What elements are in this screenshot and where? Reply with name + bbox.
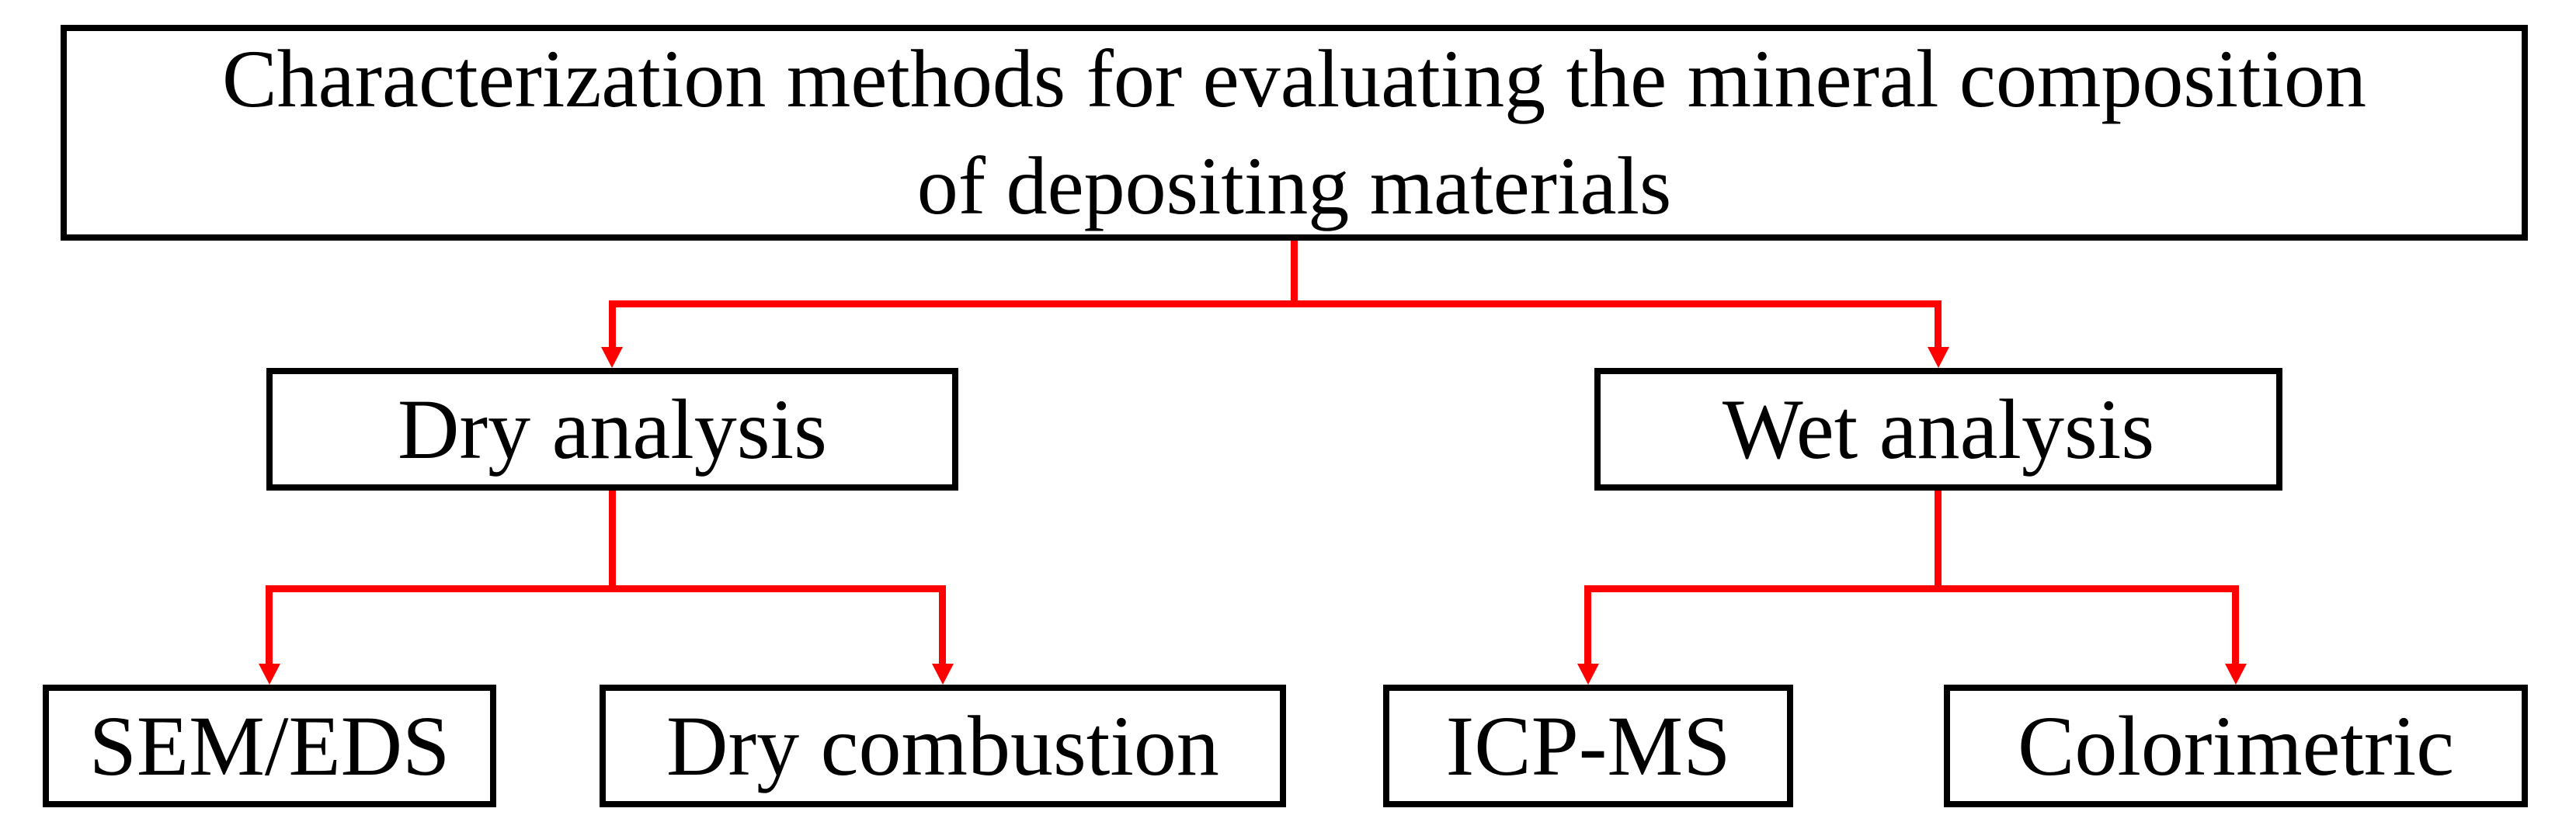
arrow-down-icon (259, 664, 280, 685)
node-root-title: Characterization methods for evaluating … (61, 25, 2528, 241)
connector-wet-stem (1935, 491, 1942, 592)
arrow-down-icon (932, 664, 954, 685)
node-dry-combustion-label: Dry combustion (666, 698, 1219, 793)
root-title-line-1: Characterization methods for evaluating … (221, 33, 2367, 124)
node-colorimetric: Colorimetric (1944, 685, 2528, 807)
node-dry-combustion: Dry combustion (600, 685, 1286, 807)
connector-root-bar (609, 300, 1942, 307)
node-sem-eds: SEM/EDS (43, 685, 496, 807)
node-dry-analysis: Dry analysis (266, 368, 958, 491)
node-colorimetric-label: Colorimetric (2017, 698, 2455, 793)
node-dry-analysis-label: Dry analysis (398, 381, 827, 477)
arrow-down-icon (1928, 347, 1949, 368)
connector-root-to-wet-shaft (1935, 300, 1942, 349)
connector-dry-to-sem-shaft (266, 585, 273, 664)
connector-wet-to-icpms-shaft (1584, 585, 1591, 664)
connector-dry-to-combustion-shaft (939, 585, 946, 664)
connector-wet-bar (1584, 585, 2239, 592)
arrow-down-icon (1577, 664, 1599, 685)
root-title-line-2: of depositing materials (916, 140, 1672, 231)
node-icp-ms: ICP-MS (1383, 685, 1793, 807)
connector-root-to-dry-shaft (609, 300, 616, 349)
connector-wet-to-colorimetric-shaft (2232, 585, 2239, 664)
connector-root-stem (1291, 241, 1298, 307)
node-wet-analysis-label: Wet analysis (1722, 381, 2155, 477)
arrow-down-icon (2225, 664, 2247, 685)
connector-dry-bar (266, 585, 946, 592)
arrow-down-icon (601, 347, 623, 368)
node-icp-ms-label: ICP-MS (1445, 698, 1731, 793)
connector-dry-stem (609, 491, 616, 592)
node-sem-eds-label: SEM/EDS (89, 698, 450, 793)
node-wet-analysis: Wet analysis (1594, 368, 2282, 491)
